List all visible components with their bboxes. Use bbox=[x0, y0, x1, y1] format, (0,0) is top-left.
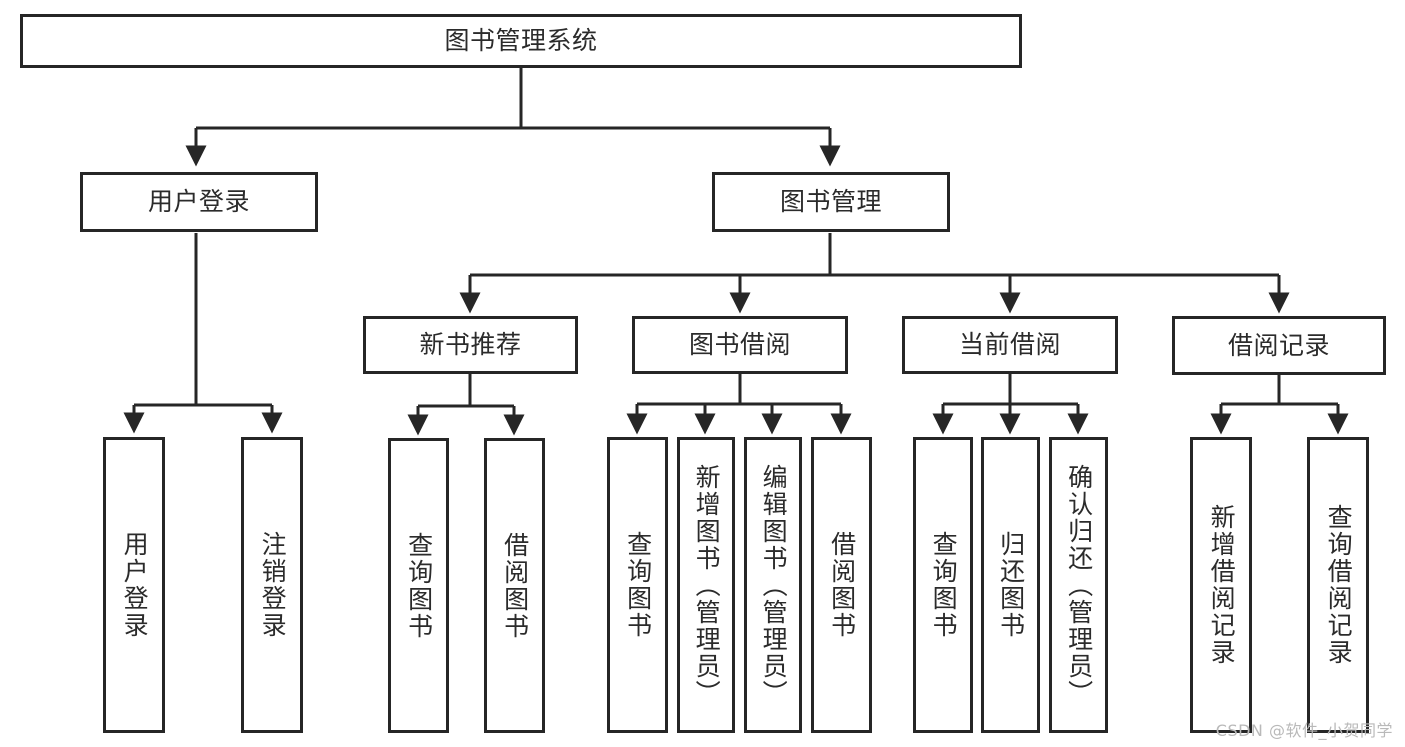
leaf-label: 用户登录 bbox=[120, 531, 150, 639]
leaf-current-borrow-confirm[interactable]: 确认归还（管理员） bbox=[1049, 437, 1108, 733]
node-current-borrow-label: 当前借阅 bbox=[958, 330, 1061, 360]
node-book-management[interactable]: 图书管理 bbox=[712, 172, 950, 232]
leaf-label: 查询图书 bbox=[929, 531, 959, 639]
node-book-management-label: 图书管理 bbox=[779, 187, 882, 217]
node-user-login[interactable]: 用户登录 bbox=[80, 172, 318, 232]
leaf-label: 查询图书 bbox=[404, 531, 434, 640]
leaf-label: 注销登录 bbox=[258, 531, 288, 639]
leaf-current-borrow-query[interactable]: 查询图书 bbox=[913, 437, 973, 733]
leaf-label: 新增借阅记录 bbox=[1207, 504, 1237, 666]
node-root-label: 图书管理系统 bbox=[444, 26, 598, 56]
watermark: CSDN @软件_小贺同学 bbox=[1215, 721, 1393, 740]
node-book-borrow[interactable]: 图书借阅 bbox=[632, 316, 848, 374]
node-borrow-record[interactable]: 借阅记录 bbox=[1172, 316, 1386, 375]
leaf-label: 借阅图书 bbox=[827, 531, 857, 639]
leaf-label: 查询借阅记录 bbox=[1324, 504, 1354, 666]
leaf-label: 编辑图书（管理员） bbox=[759, 463, 789, 707]
leaf-new-book-borrow[interactable]: 借阅图书 bbox=[484, 438, 545, 733]
leaf-label: 查询图书 bbox=[623, 531, 653, 639]
leaf-book-borrow-add[interactable]: 新增图书（管理员） bbox=[677, 437, 735, 733]
node-new-book-recommend-label: 新书推荐 bbox=[419, 330, 522, 360]
leaf-borrow-record-query[interactable]: 查询借阅记录 bbox=[1307, 437, 1369, 733]
leaf-label: 确认归还（管理员） bbox=[1064, 463, 1094, 707]
leaf-label: 新增图书（管理员） bbox=[692, 463, 722, 707]
leaf-user-login-logout[interactable]: 注销登录 bbox=[241, 437, 303, 733]
node-borrow-record-label: 借阅记录 bbox=[1227, 330, 1330, 360]
node-book-borrow-label: 图书借阅 bbox=[688, 330, 791, 360]
leaf-borrow-record-add[interactable]: 新增借阅记录 bbox=[1190, 437, 1252, 733]
leaf-book-borrow-lend[interactable]: 借阅图书 bbox=[811, 437, 872, 733]
node-user-login-label: 用户登录 bbox=[147, 187, 250, 217]
node-current-borrow[interactable]: 当前借阅 bbox=[902, 316, 1118, 374]
leaf-new-book-query[interactable]: 查询图书 bbox=[388, 438, 449, 733]
node-root[interactable]: 图书管理系统 bbox=[20, 14, 1022, 68]
leaf-user-login-login[interactable]: 用户登录 bbox=[103, 437, 165, 733]
node-new-book-recommend[interactable]: 新书推荐 bbox=[363, 316, 578, 374]
leaf-book-borrow-edit[interactable]: 编辑图书（管理员） bbox=[744, 437, 802, 733]
leaf-label: 归还图书 bbox=[996, 531, 1026, 639]
leaf-current-borrow-return[interactable]: 归还图书 bbox=[981, 437, 1040, 733]
leaf-label: 借阅图书 bbox=[500, 531, 530, 640]
leaf-book-borrow-query[interactable]: 查询图书 bbox=[607, 437, 668, 733]
